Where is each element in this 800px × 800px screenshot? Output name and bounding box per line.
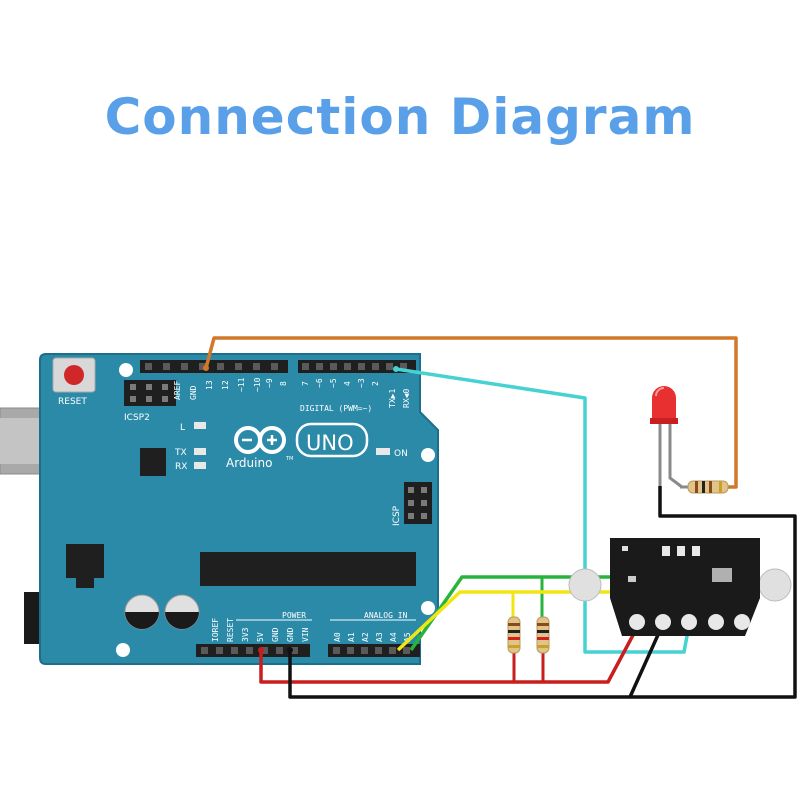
pin-label-aref: AREF: [173, 381, 182, 400]
pin-label-10: ~10: [253, 377, 262, 392]
pin-label-11: ~11: [237, 377, 246, 392]
sensor-module: [568, 538, 792, 636]
pin-label-5v: 5V: [256, 632, 265, 642]
led-l: [194, 422, 206, 429]
pin-label-a5: A5: [403, 632, 412, 642]
reset-button: [52, 357, 96, 393]
wire-black: [288, 625, 664, 699]
reset-label: RESET: [58, 397, 87, 407]
digital-header-left: [140, 360, 288, 373]
led-tx: [194, 448, 206, 455]
pin-label-2: 2: [371, 381, 380, 386]
pin-label-gnd: GND: [189, 385, 198, 400]
wire-orange: [204, 336, 738, 489]
icsp2-header: [124, 380, 176, 406]
red-led: [650, 386, 683, 489]
pin-label-3v3: 3V3: [241, 627, 250, 642]
pin-label-3: ~3: [357, 378, 366, 388]
usb-chip: [140, 448, 166, 476]
diagram-title: Connection Diagram: [104, 88, 696, 146]
capacitor-1: [124, 594, 160, 630]
power-header: [196, 644, 310, 657]
pin-label-ioref: IOREF: [211, 618, 220, 642]
analog-in-label: ANALOG IN: [364, 611, 408, 620]
pin-label-12: 12: [221, 380, 230, 390]
pin-label-9: ~9: [265, 378, 274, 388]
icsp-label: ICSP: [392, 505, 402, 526]
pin-label-6: ~6: [315, 378, 324, 388]
pin-label-a1: A1: [347, 632, 356, 642]
pin-label-tx1: TX▶1: [388, 389, 397, 408]
pin-label-gnd-a: GND: [271, 627, 280, 642]
pin-label-4: 4: [343, 381, 352, 386]
voltage-regulator: [66, 544, 104, 588]
pin-label-rx0: RX◀0: [402, 389, 411, 408]
wire-black-led: [630, 486, 797, 699]
pin-label-gnd-b: GND: [286, 627, 295, 642]
trademark-label: TM: [285, 456, 293, 462]
wire-red: [259, 621, 642, 684]
icsp2-label: ICSP2: [124, 413, 150, 423]
led-rx: [194, 462, 206, 469]
on-label: ON: [394, 449, 408, 459]
digital-label: DIGITAL (PWM=~): [300, 404, 372, 413]
led-l-label: L: [180, 423, 185, 433]
led-on: [376, 448, 390, 455]
pin-label-a4: A4: [389, 632, 398, 642]
uno-logo-text: UNO: [306, 431, 354, 455]
icsp-header: [404, 482, 432, 524]
led-rx-label: RX: [175, 462, 187, 472]
pin-label-a3: A3: [375, 632, 384, 642]
atmega-chip: [200, 552, 416, 586]
pin-label-a2: A2: [361, 632, 370, 642]
pin-label-vin: VIN: [301, 627, 310, 642]
pin-label-7: 7: [301, 381, 310, 386]
arduino-logo: [234, 422, 369, 458]
wire-cyan: [395, 367, 692, 654]
pullup-resistor-1: [507, 616, 521, 654]
analog-header: [328, 644, 420, 657]
power-label: POWER: [282, 611, 306, 620]
digital-header-right: [298, 360, 416, 373]
pin-label-5: ~5: [329, 378, 338, 388]
pin-label-13: 13: [205, 380, 214, 390]
pin-label-a0: A0: [333, 632, 342, 642]
capacitor-2: [164, 594, 200, 630]
pullup-resistor-2: [536, 616, 550, 654]
led-tx-label: TX: [174, 448, 187, 458]
arduino-logo-text: Arduino: [226, 456, 272, 470]
led-resistor: [680, 480, 729, 494]
pin-label-reset: RESET: [226, 618, 235, 642]
pin-label-8: 8: [279, 381, 288, 386]
